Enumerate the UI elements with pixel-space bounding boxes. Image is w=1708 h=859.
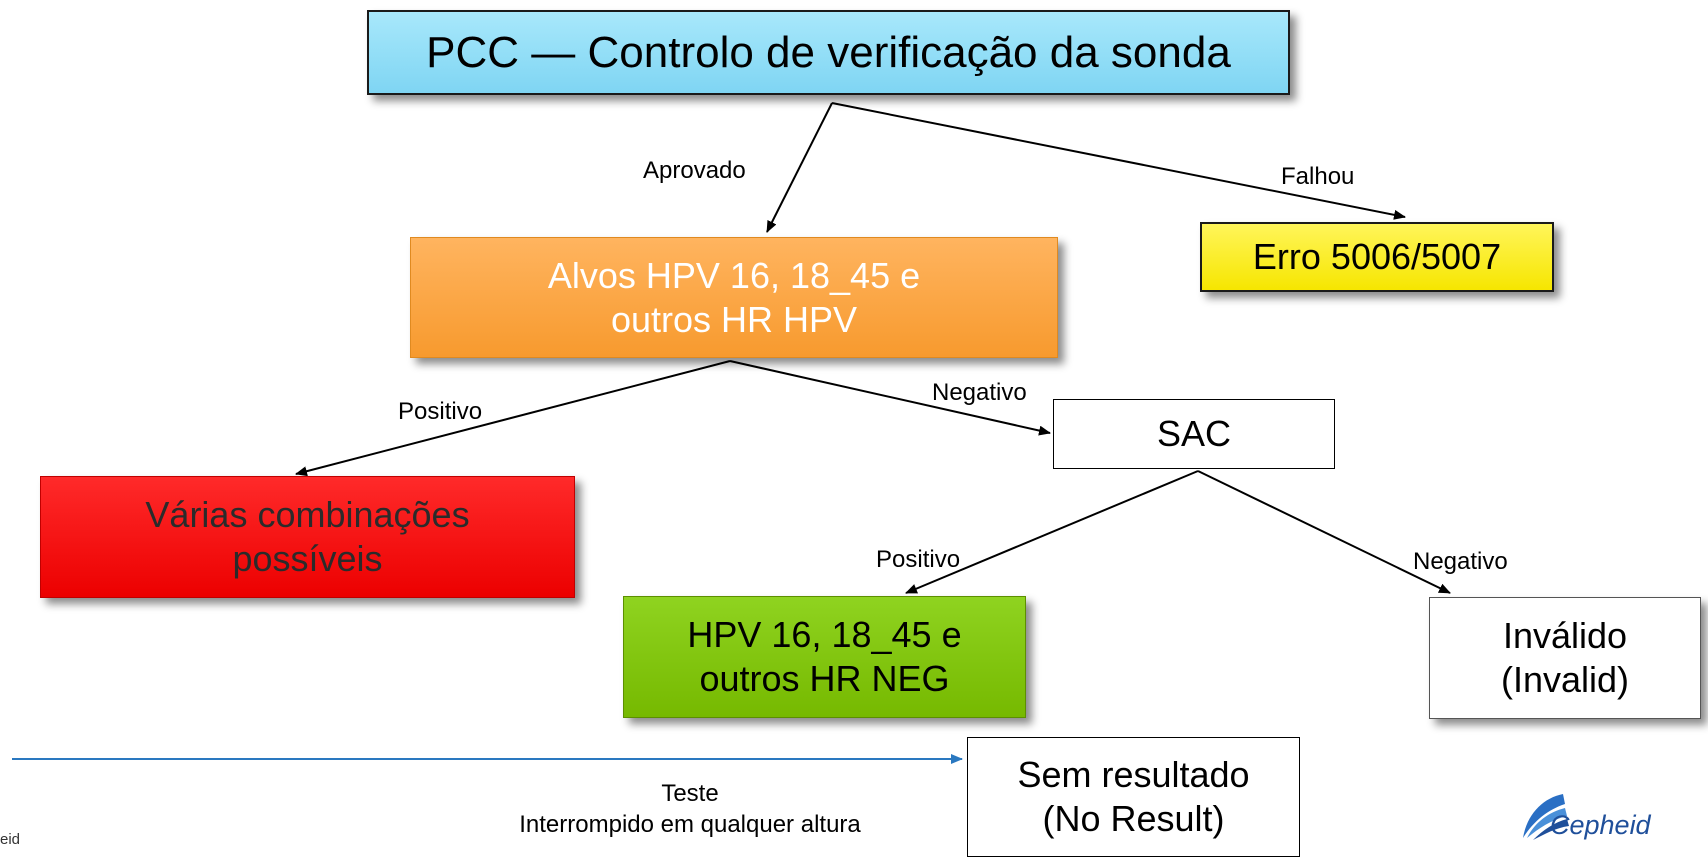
neg-label-line2: outros HR NEG	[699, 658, 950, 699]
edge-targets-to-sac	[729, 360, 1051, 436]
invalid-label-line1: Inválido	[1502, 615, 1628, 657]
noresult-label-line1: Sem resultado	[1017, 754, 1250, 796]
edge-label-aprovado: Aprovado	[643, 157, 746, 184]
invalid-node: Inválido (Invalid)	[1429, 597, 1701, 719]
cepheid-swoosh-icon	[1523, 794, 1569, 840]
footer-fragment: eid	[0, 831, 21, 848]
invalid-label-line2: (Invalid)	[1500, 659, 1630, 700]
edge-label-falhou: Falhou	[1281, 163, 1355, 190]
hpv-targets-node: Alvos HPV 16, 18_45 e outros HR HPV	[410, 237, 1058, 358]
cepheid-logo: Cepheid	[1505, 788, 1675, 848]
neg-label-line1: HPV 16, 18_45 e	[687, 614, 962, 656]
edge-sac-to-neg	[905, 470, 1199, 594]
timeline-label-line1: Teste	[661, 780, 719, 807]
varias-combinacoes-node: Várias combinações possíveis	[40, 476, 575, 598]
sac-label: SAC	[1156, 413, 1232, 455]
pcc-node: PCC — Controlo de verificação da sonda	[367, 10, 1290, 95]
pcc-label: PCC — Controlo de verificação da sonda	[426, 27, 1231, 77]
targets-label-line2: outros HR HPV	[610, 298, 858, 340]
erro-node: Erro 5006/5007	[1200, 222, 1554, 292]
edge-pcc-to-targets	[766, 102, 833, 233]
erro-label: Erro 5006/5007	[1252, 236, 1502, 278]
timeline-label-line2: Interrompido em qualquer altura	[519, 811, 861, 839]
hpv-negative-node: HPV 16, 18_45 e outros HR NEG	[623, 596, 1026, 718]
edge-label-negativo-2: Negativo	[1413, 548, 1508, 575]
sac-node: SAC	[1053, 399, 1335, 469]
edge-pcc-to-erro	[831, 102, 1406, 220]
targets-label-line1: Alvos HPV 16, 18_45 e	[547, 254, 921, 296]
edge-label-positivo-2: Positivo	[876, 546, 961, 573]
noresult-label-line2: (No Result)	[1042, 798, 1225, 839]
no-result-node: Sem resultado (No Result)	[967, 737, 1300, 857]
varias-label-line1: Várias combinações	[145, 494, 470, 536]
edge-label-negativo-1: Negativo	[932, 379, 1027, 406]
logo-text: Cepheid	[1550, 810, 1651, 840]
edge-targets-to-varias	[295, 360, 731, 477]
timeline-label: Teste Interrompido em qualquer altura	[470, 778, 910, 840]
edge-label-positivo-1: Positivo	[398, 398, 483, 425]
edge-sac-to-invalid	[1197, 470, 1451, 594]
varias-label-line2: possíveis	[232, 538, 383, 579]
